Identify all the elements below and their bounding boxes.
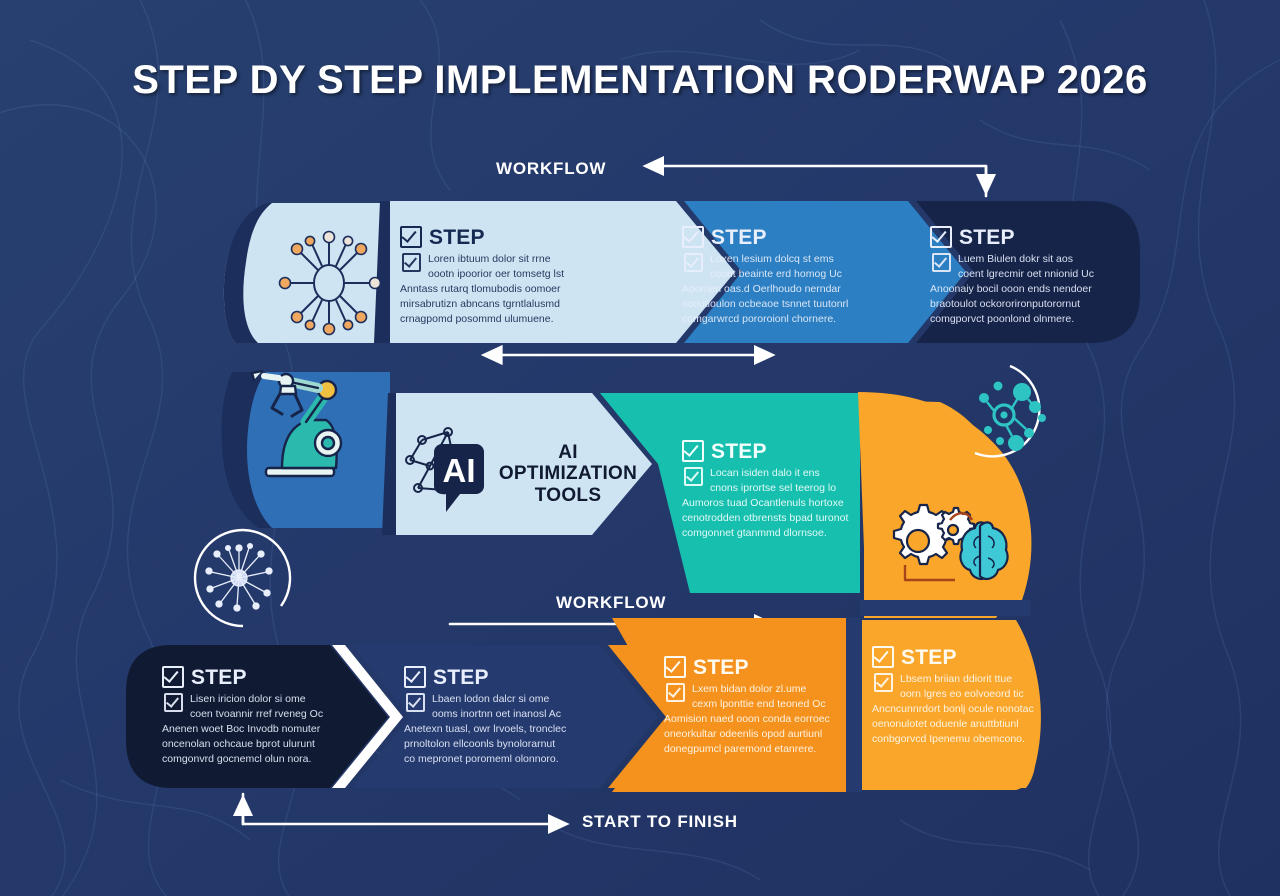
step-label: STEP xyxy=(711,225,767,249)
bottom-start-to-finish-arrow xyxy=(232,792,570,835)
ai-chat-bubble-icon: AI xyxy=(405,427,484,512)
step-header: STEP xyxy=(682,226,887,248)
step-header: STEP xyxy=(930,226,1135,248)
top-step-3-text: STEP Luem Biulen dokr sit aos coent lgre… xyxy=(930,226,1135,327)
step-body: Lxem bidan dolor zl.ume cexm lponttie en… xyxy=(664,683,830,755)
step-header: STEP xyxy=(664,656,860,678)
top-step-2-chevron[interactable] xyxy=(684,201,966,343)
robot-arm-icon xyxy=(250,369,343,478)
ai-label-line3: TOOLS xyxy=(534,484,602,506)
ai-label-line1: AI xyxy=(558,442,578,463)
checkbox-icon xyxy=(404,666,426,688)
ai-label-line2: OPTIMIZATION xyxy=(498,463,638,485)
bot-step-4-fan-b[interactable] xyxy=(856,620,1041,790)
checkbox-icon xyxy=(684,467,703,486)
checkbox-icon xyxy=(162,666,184,688)
step-body: Loren ibtuum dolor sit rrne oootn ipoori… xyxy=(400,253,564,325)
workflow-label-middle: WORKFLOW xyxy=(556,593,667,612)
checkbox-icon xyxy=(664,656,686,678)
mid-step-teal-text: STEP Locan isiden dalo it ens cnons ipro… xyxy=(682,440,882,541)
step-label: STEP xyxy=(693,655,749,679)
neuron-burst-icon xyxy=(205,542,273,612)
network-hub-icon xyxy=(278,230,382,336)
top-workflow-arrow xyxy=(642,155,997,198)
bot-step-2-text: STEP Lbaen lodon dalcr si ome ooms inort… xyxy=(404,666,604,767)
step-label: STEP xyxy=(901,645,957,669)
checkbox-icon xyxy=(930,226,952,248)
step-label: STEP xyxy=(959,225,1015,249)
checkbox-icon xyxy=(402,253,421,272)
checkbox-icon xyxy=(406,693,425,712)
top-step-3-panel[interactable] xyxy=(916,201,1140,343)
ai-optimization-chevron[interactable] xyxy=(396,393,652,535)
step-body: Lbsem briian ddiorit ttue oorn lgres eo … xyxy=(872,673,1034,745)
checkbox-icon xyxy=(682,440,704,462)
step-body: Lisen iricion dolor si ome coen tvoannir… xyxy=(162,693,324,765)
step-header: STEP xyxy=(162,666,362,688)
start-to-finish-label: START TO FINISH xyxy=(582,812,738,831)
step-label: STEP xyxy=(191,665,247,689)
bot-step-3-text: STEP Lxem bidan dolor zl.ume cexm lpontt… xyxy=(664,656,860,757)
page-title: STEP DY STEP IMPLEMENTATION RODERWAP 202… xyxy=(132,58,1148,102)
checkbox-icon xyxy=(874,673,893,692)
gear-brain-icon xyxy=(892,503,1009,582)
bot-step-2-chevron[interactable] xyxy=(352,645,658,788)
step-label: STEP xyxy=(429,225,485,249)
svg-text:AI: AI xyxy=(443,452,476,489)
step-header: STEP xyxy=(872,646,1068,668)
ai-optimization-label: AI OPTIMIZATION TOOLS xyxy=(488,442,648,506)
right-decorative-circle xyxy=(974,364,1046,458)
step-label: STEP xyxy=(711,439,767,463)
checkbox-icon xyxy=(666,683,685,702)
step-header: STEP xyxy=(400,226,612,248)
left-decorative-circle xyxy=(193,528,292,628)
step-body: Locan isiden dalo it ens cnons iprortse … xyxy=(682,467,849,539)
checkbox-icon xyxy=(932,253,951,272)
checkbox-icon xyxy=(684,253,703,272)
workflow-label-top: WORKFLOW xyxy=(496,159,607,178)
step-header: STEP xyxy=(682,440,882,462)
top-step-1-chevron[interactable] xyxy=(390,201,735,343)
step-body: Lbaen lodon dalcr si ome ooms inortnn oe… xyxy=(404,693,567,765)
bot-step-4-text: STEP Lbsem briian ddiorit ttue oorn lgre… xyxy=(872,646,1068,747)
checkbox-icon xyxy=(164,693,183,712)
bot-step-1-text: STEP Lisen iricion dolor si ome coen tvo… xyxy=(162,666,362,767)
step-label: STEP xyxy=(433,665,489,689)
molecule-cluster-icon xyxy=(979,381,1046,451)
top-step-2-text: STEP Loxen lesium dolcq st ems coont bea… xyxy=(682,226,887,327)
checkbox-icon xyxy=(682,226,704,248)
bot-sep-chevron-1 xyxy=(332,645,403,788)
step-body: Luem Biulen dokr sit aos coent lgrecmir … xyxy=(930,253,1094,325)
step-body: Loxen lesium dolcq st ems coont beainte … xyxy=(682,253,849,325)
checkbox-icon xyxy=(400,226,422,248)
top-step-1-text: STEP Loren ibtuum dolor sit rrne oootn i… xyxy=(400,226,612,327)
checkbox-icon xyxy=(872,646,894,668)
step-header: STEP xyxy=(404,666,604,688)
bot-step-1-panel[interactable] xyxy=(126,645,388,788)
mid-step-teal-chevron-body[interactable] xyxy=(600,393,852,580)
